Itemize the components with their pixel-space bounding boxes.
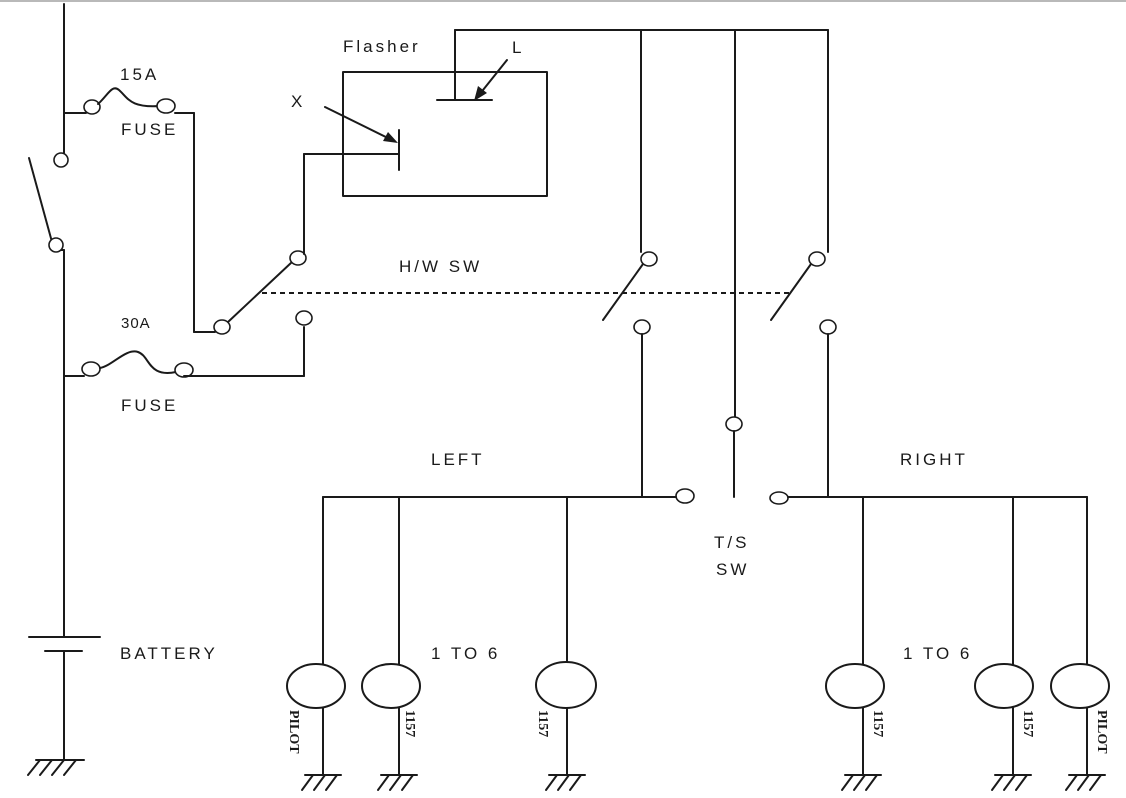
flasher-x-label: X bbox=[291, 92, 305, 111]
lamp-right-pilot: PILOT bbox=[1050, 663, 1110, 791]
lamp-left-1157-a-label: 1157 bbox=[402, 710, 417, 737]
main-switch-terminal-bottom bbox=[48, 237, 64, 253]
lamp-left-1157-a: 1157 bbox=[361, 663, 421, 791]
flasher-x-terminal bbox=[303, 129, 400, 255]
fuse-30a-icon bbox=[81, 326, 305, 378]
fuse-15a-rating: 15A bbox=[120, 65, 159, 84]
lamp-right-pilot-label: PILOT bbox=[1094, 710, 1109, 754]
lamp-right-1157-b: 1157 bbox=[974, 663, 1035, 791]
lamp-left-1157-b-label: 1157 bbox=[535, 710, 550, 737]
hw-switch-label: H/W SW bbox=[399, 257, 482, 276]
main-switch-terminal-top bbox=[53, 152, 69, 168]
left-lamp-count: 1 TO 6 bbox=[431, 644, 500, 663]
battery-label: BATTERY bbox=[120, 644, 218, 663]
fuse-15a-icon bbox=[83, 87, 195, 115]
hw-switch-right-pole bbox=[770, 251, 837, 498]
lamp-right-1157-a-label: 1157 bbox=[870, 710, 885, 737]
hw-switch-common-terminal bbox=[213, 319, 231, 335]
hw-switch-left-pole bbox=[213, 250, 313, 335]
hw-switch-center-pole bbox=[602, 251, 658, 498]
fuse-15a-label: FUSE bbox=[121, 120, 178, 139]
flasher-l-label: L bbox=[512, 38, 524, 57]
lamp-left-pilot: PILOT bbox=[286, 663, 346, 791]
flasher-box bbox=[342, 71, 548, 197]
flasher-x-pointer-arrow bbox=[324, 106, 398, 143]
top-border bbox=[0, 0, 1126, 2]
ts-switch-label-line1: T/S bbox=[714, 533, 749, 552]
flasher-label: Flasher bbox=[343, 37, 421, 56]
flasher-l-terminal bbox=[436, 29, 829, 101]
left-lamp-bus bbox=[322, 496, 677, 666]
ts-switch bbox=[675, 416, 789, 505]
lamp-right-1157-b-label: 1157 bbox=[1020, 710, 1035, 737]
left-bus-label: LEFT bbox=[431, 450, 485, 469]
main-bus bbox=[55, 3, 87, 761]
fuse-30a-label: FUSE bbox=[121, 396, 178, 415]
right-lamp-bus bbox=[787, 496, 1088, 666]
main-switch bbox=[28, 152, 69, 253]
battery-ground-icon bbox=[27, 759, 85, 776]
hw-switch-flasher-terminal bbox=[289, 250, 307, 266]
hw-switch-feed-wire bbox=[193, 112, 216, 333]
hw-switch-30a-terminal bbox=[295, 310, 313, 326]
fuse-30a-rating: 30A bbox=[121, 315, 151, 332]
right-lamp-count: 1 TO 6 bbox=[903, 644, 972, 663]
battery-symbol bbox=[28, 636, 101, 652]
ts-switch-label-line2: SW bbox=[716, 560, 749, 579]
right-bus-label: RIGHT bbox=[900, 450, 968, 469]
lamp-right-1157-a: 1157 bbox=[825, 663, 885, 791]
lamp-left-1157-b: 1157 bbox=[535, 661, 597, 791]
lamp-left-pilot-label: PILOT bbox=[286, 710, 301, 754]
flasher-l-pointer-arrow bbox=[474, 59, 508, 101]
